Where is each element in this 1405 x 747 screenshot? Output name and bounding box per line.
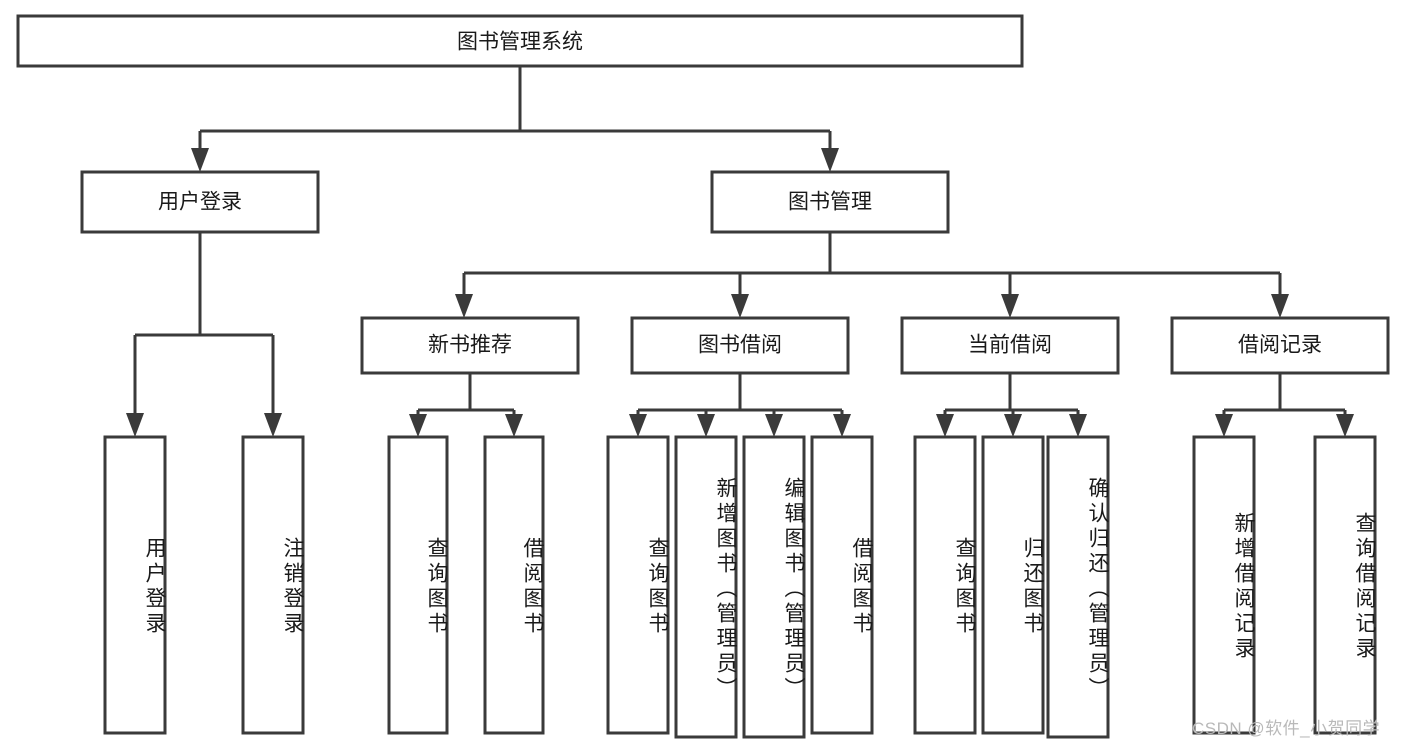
node-leaf-borrow-book-brw-box[interactable] <box>810 435 874 735</box>
connector-group-currentborrow <box>936 373 1087 437</box>
connector-group-newbook <box>409 373 523 437</box>
arrow-head-leaf-return-book <box>1004 414 1022 437</box>
node-new-book-recommend[interactable]: 新书推荐 <box>360 316 580 375</box>
node-leaf-query-book-rec-box[interactable] <box>387 435 449 735</box>
arrow-head-leaf-user-login <box>126 413 144 437</box>
connector-group-bookmgmt <box>455 232 1289 318</box>
node-book-borrow[interactable]: 图书借阅 <box>630 316 850 375</box>
node-root-label: 图书管理系统 <box>457 31 583 54</box>
node-current-borrow-box[interactable] <box>900 316 1120 375</box>
node-root[interactable]: 图书管理系统 <box>16 14 1024 68</box>
node-root-box[interactable] <box>16 14 1024 68</box>
node-new-book-recommend-box[interactable] <box>360 316 580 375</box>
node-current-borrow[interactable]: 当前借阅 <box>900 316 1120 375</box>
connector-group-bookborrow <box>629 373 851 437</box>
connector-group-borrowrecord <box>1215 373 1354 437</box>
node-borrow-record-label: 借阅记录 <box>1238 334 1322 357</box>
arrow-head-leaf-user-logout <box>264 413 282 437</box>
arrow-head-borrowrecord <box>1271 294 1289 318</box>
node-user-login[interactable]: 用户登录 <box>80 170 320 234</box>
node-user-login-label: 用户登录 <box>158 191 242 214</box>
node-leaf-user-login-box[interactable] <box>103 435 167 735</box>
node-borrow-record-box[interactable] <box>1170 316 1390 375</box>
node-leaf-query-book-cur-box[interactable] <box>913 435 977 735</box>
arrow-head-leaf-confirm-return <box>1069 414 1087 437</box>
arrow-head-leaf-add-record <box>1215 414 1233 437</box>
arrow-head-leaf-add-book <box>697 414 715 437</box>
arrow-head-leaf-query-record <box>1336 414 1354 437</box>
connector-group-userlogin <box>126 232 282 437</box>
arrow-head-currentborrow <box>1001 294 1019 318</box>
node-current-borrow-label: 当前借阅 <box>968 334 1052 357</box>
node-new-book-recommend-label: 新书推荐 <box>428 334 512 357</box>
arrow-head-newbook <box>455 294 473 318</box>
node-leaf-query-book-brw-box[interactable] <box>606 435 670 735</box>
arrow-head-leaf-borrow-book-brw <box>833 414 851 437</box>
node-leaf-add-record-box[interactable] <box>1192 435 1256 735</box>
node-leaf-add-book-box[interactable] <box>674 435 738 739</box>
arrow-head-leaf-query-book-brw <box>629 414 647 437</box>
leaf-box-group <box>103 435 1377 739</box>
node-leaf-borrow-book-rec-box[interactable] <box>483 435 545 735</box>
node-book-management[interactable]: 图书管理 <box>710 170 950 234</box>
arrow-head-userlogin <box>191 148 209 172</box>
arrow-head-bookmgmt <box>821 148 839 172</box>
node-leaf-confirm-return-box[interactable] <box>1046 435 1110 739</box>
node-user-login-box[interactable] <box>80 170 320 234</box>
node-book-borrow-label: 图书借阅 <box>698 334 782 357</box>
node-book-management-box[interactable] <box>710 170 950 234</box>
arrow-head-leaf-query-book-cur <box>936 414 954 437</box>
connector-group-root <box>191 66 839 172</box>
node-book-management-label: 图书管理 <box>788 191 872 214</box>
arrow-head-leaf-query-book-rec <box>409 414 427 437</box>
node-leaf-query-record-box[interactable] <box>1313 435 1377 735</box>
arrow-head-leaf-edit-book <box>765 414 783 437</box>
node-leaf-edit-book-box[interactable] <box>742 435 806 739</box>
node-book-borrow-box[interactable] <box>630 316 850 375</box>
arrow-head-bookborrow <box>731 294 749 318</box>
watermark-text: CSDN @软件_小贺同学 <box>1192 719 1381 738</box>
node-leaf-return-book-box[interactable] <box>981 435 1045 735</box>
node-leaf-user-logout-box[interactable] <box>241 435 305 735</box>
node-borrow-record[interactable]: 借阅记录 <box>1170 316 1390 375</box>
arrow-head-leaf-borrow-book-rec <box>505 414 523 437</box>
